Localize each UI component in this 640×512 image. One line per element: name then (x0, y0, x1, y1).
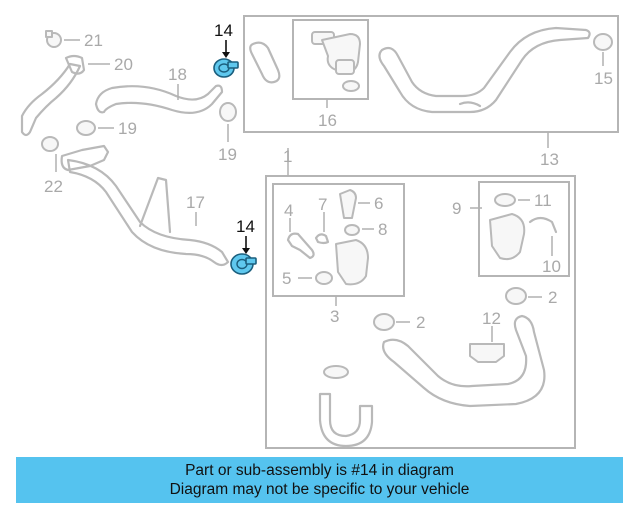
callout-17: 17 (186, 193, 205, 212)
hose-17 (66, 158, 230, 267)
clamp-22 (41, 136, 59, 152)
subassembly-box-16 (292, 19, 369, 100)
assembly-box-13 (243, 15, 619, 133)
clamp-21 (45, 30, 62, 48)
part-9-housing (489, 213, 526, 261)
filler-cap (323, 365, 349, 379)
hose-20 (20, 54, 86, 137)
clamp-15 (593, 33, 613, 51)
part-11-gasket (494, 193, 516, 207)
hose-18 (94, 84, 224, 115)
callout-1: 1 (283, 147, 292, 166)
clamp-2-left (373, 313, 395, 331)
callout-9: 9 (452, 199, 461, 218)
callout-6: 6 (374, 194, 383, 213)
caption-line-2: Diagram may not be specific to your vehi… (169, 481, 470, 498)
hose-left (249, 41, 281, 84)
callout-8: 8 (378, 220, 387, 239)
callout-10: 10 (542, 257, 561, 276)
assembly-box-1 (265, 175, 576, 449)
clamp-19-right (219, 102, 237, 122)
part-6-fitting (339, 189, 357, 219)
callout-14-bottom: 14 (236, 217, 255, 236)
bracket-12 (469, 343, 505, 363)
callout-11: 11 (534, 191, 552, 210)
part-info-banner: Part or sub-assembly is #14 in diagram D… (16, 457, 623, 503)
callout-16: 16 (318, 111, 337, 130)
callout-2-right: 2 (548, 288, 557, 307)
elbow-pipe (318, 392, 374, 448)
callout-21: 21 (84, 31, 103, 50)
part-10-clip (528, 216, 558, 234)
callout-5: 5 (282, 269, 291, 288)
part-5-oring (315, 271, 333, 285)
callout-14-top: 14 (214, 21, 233, 40)
coolant-hose-long (378, 26, 591, 114)
callout-20: 20 (114, 55, 133, 74)
callout-12: 12 (482, 309, 501, 328)
hose-clamp-14-bottom (230, 253, 257, 275)
callout-7: 7 (318, 195, 327, 214)
coolant-hose-main (382, 314, 546, 408)
callout-22: 22 (44, 177, 63, 196)
part-8-oring (344, 224, 360, 236)
hose-clamp-14-top (213, 58, 239, 78)
callout-18: 18 (168, 65, 187, 84)
clamp-2-right (505, 287, 527, 305)
caption-line-1: Part or sub-assembly is #14 in diagram (185, 462, 454, 479)
thermostat-body (335, 239, 369, 286)
clamp-19-left (76, 120, 96, 136)
part-7-clip (314, 233, 330, 245)
callout-19-left: 19 (118, 119, 137, 138)
callout-15: 15 (594, 69, 613, 88)
subassembly-box-9 (478, 181, 570, 277)
part-4-hose (286, 232, 315, 260)
callout-19-right: 19 (218, 145, 237, 164)
coolant-hose-inner (458, 101, 482, 108)
hose-17-bracket (138, 176, 172, 234)
callout-4: 4 (284, 201, 293, 220)
callout-2-left: 2 (416, 313, 425, 332)
flange-fitting (60, 144, 110, 172)
callout-13: 13 (540, 150, 559, 169)
callout-3: 3 (330, 307, 339, 326)
thermostat-housing (311, 31, 361, 92)
subassembly-box-3 (272, 183, 405, 297)
